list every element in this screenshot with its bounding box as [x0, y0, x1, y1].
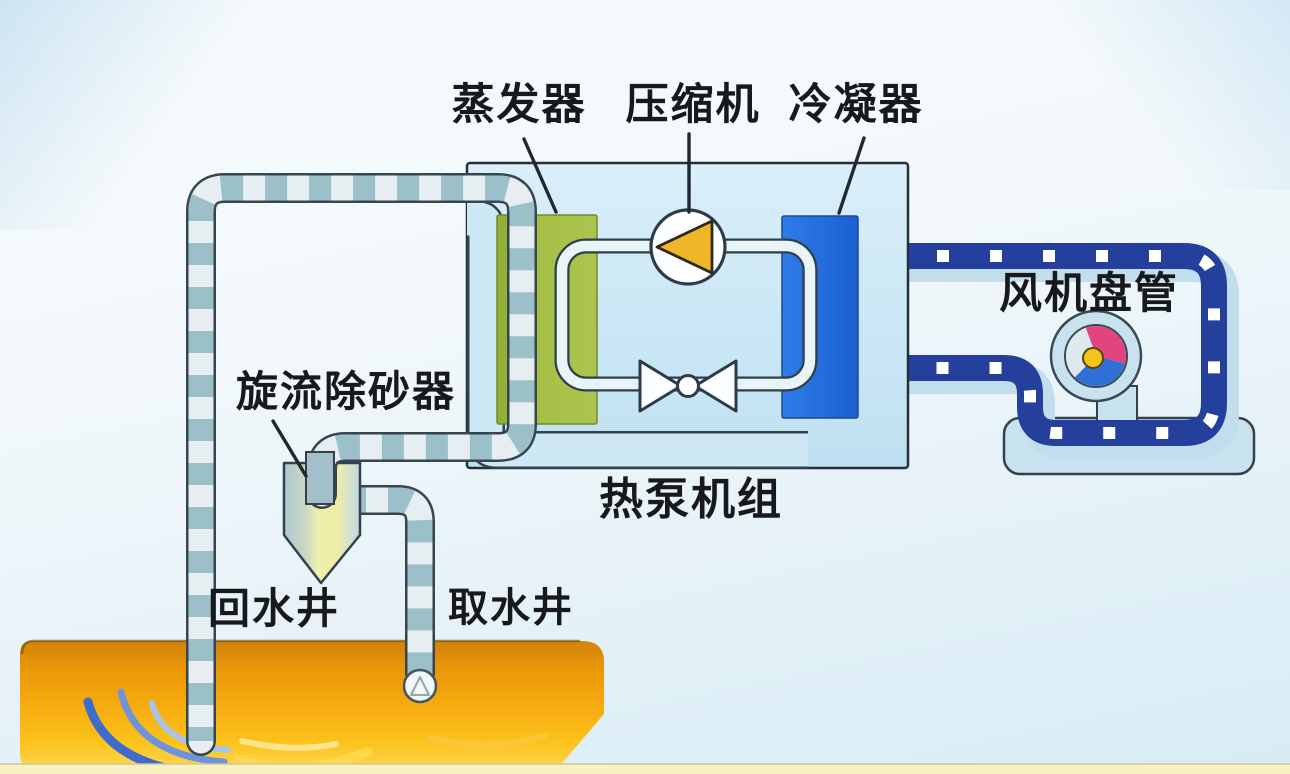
evaporator-label: 蒸发器: [451, 81, 587, 129]
leader-line-evaporator: [522, 137, 558, 214]
condenser-label: 冷凝器: [788, 81, 924, 129]
leader-line-condenser: [837, 136, 866, 215]
heat-pump-unit-label: 热泵机组: [599, 475, 783, 524]
leader-lines: [271, 132, 866, 478]
fan-blade-blue: [1074, 356, 1125, 387]
cyclone-separator: [282, 461, 362, 585]
separator-inlet-stub: [305, 451, 335, 505]
cyclone-separator-label: 旋流除砂器: [235, 368, 457, 415]
expansion-valve-icon: [638, 359, 738, 413]
water-ripples: [83, 688, 549, 768]
intake-well-label: 取水井: [448, 586, 574, 630]
fan-icon: [1049, 309, 1143, 403]
fan-blade-light: [1066, 327, 1096, 378]
compressor-icon: [649, 208, 727, 286]
fan-hub: [1082, 347, 1104, 369]
return-well-label: 回水井: [207, 585, 341, 632]
well-screen-icon: [402, 668, 438, 704]
fan-coil-label: 风机盘管: [999, 270, 1179, 318]
bottom-strip: [0, 764, 1290, 774]
leader-line-cyclone: [271, 419, 308, 478]
intake-well-pipe: [339, 485, 435, 688]
well-water-loop-pipe: [186, 173, 537, 756]
compressor-label: 压缩机: [625, 81, 761, 129]
ground: [20, 639, 604, 768]
